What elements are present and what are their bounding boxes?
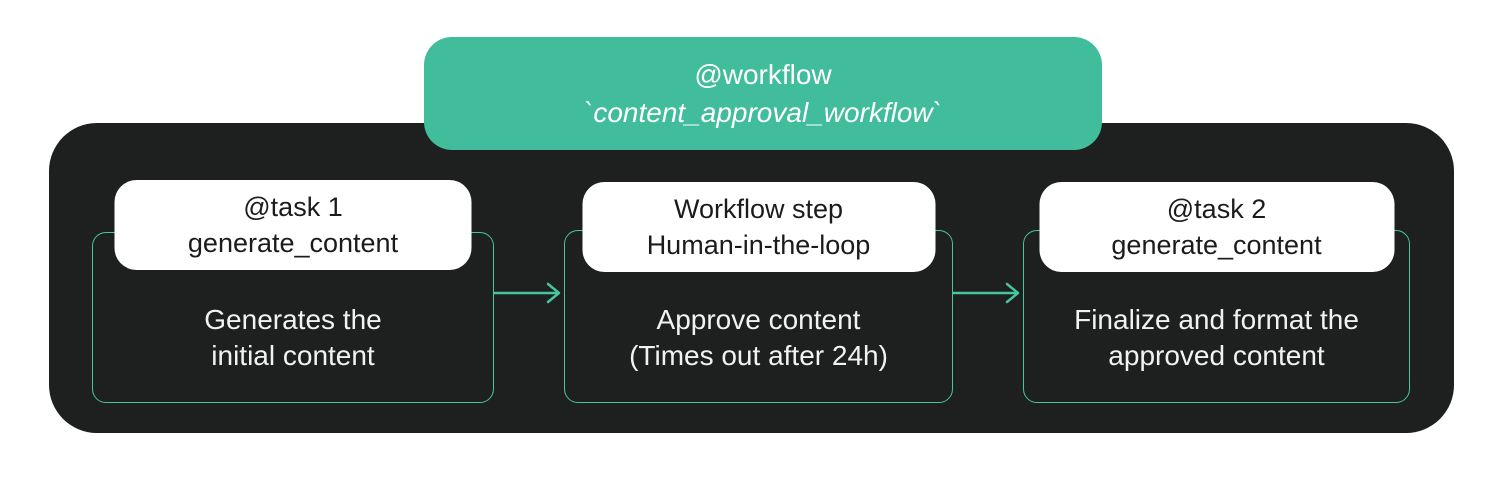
- workflow-container: [49, 123, 1454, 433]
- node-desc-line: approved content: [1108, 340, 1325, 371]
- node-title-line: generate_content: [187, 228, 399, 258]
- node-title-line: Workflow step: [673, 194, 844, 224]
- node-title-line: @task 2: [1166, 194, 1267, 224]
- workflow-badge: @workflow `content_approval_workflow`: [424, 37, 1102, 150]
- node-title-line: generate_content: [1111, 230, 1322, 260]
- workflow-badge-name: @workflow: [694, 58, 832, 90]
- node-task-2-description: Finalize and format the approved content: [1023, 302, 1410, 374]
- arrow-right-icon: [494, 282, 561, 304]
- node-desc-line: Generates the: [204, 304, 382, 335]
- node-desc-line: Finalize and format the: [1074, 304, 1359, 335]
- node-task-2-title-badge: @task 2 generate_content: [1039, 182, 1394, 272]
- node-desc-line: Approve content: [656, 304, 861, 335]
- arrow-right-icon: [953, 282, 1020, 304]
- workflow-badge-code: `content_approval_workflow`: [584, 96, 942, 128]
- node-workflow-step-title-badge: Workflow step Human-in-the-loop: [582, 182, 935, 272]
- node-title-line: Human-in-the-loop: [646, 230, 871, 260]
- node-desc-line: initial content: [211, 340, 375, 371]
- node-workflow-step-description: Approve content (Times out after 24h): [564, 302, 953, 374]
- node-task-2: @task 2 generate_content Finalize and fo…: [1023, 182, 1410, 403]
- node-task-1-description: Generates the initial content: [92, 302, 494, 374]
- node-desc-line: (Times out after 24h): [629, 340, 888, 371]
- node-task-1-title-badge: @task 1 generate_content: [114, 180, 472, 270]
- node-workflow-step: Workflow step Human-in-the-loop Approve …: [564, 182, 953, 403]
- node-title-line: @task 1: [243, 192, 343, 222]
- node-task-1: @task 1 generate_content Generates the i…: [92, 180, 494, 403]
